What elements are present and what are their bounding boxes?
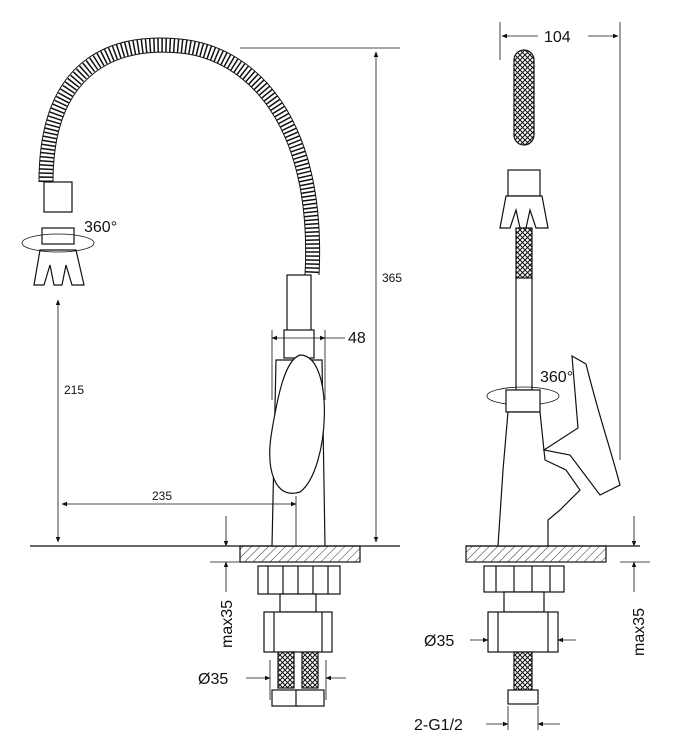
label-body-width: 48 <box>348 330 366 347</box>
flexible-hose-edge-b <box>52 51 307 276</box>
label-height-total: 365 <box>382 271 402 285</box>
side-supply-hose <box>513 651 533 691</box>
lever-handle <box>269 354 325 494</box>
side-neck <box>505 389 541 413</box>
side-shank <box>503 591 545 613</box>
front-view <box>21 37 400 707</box>
flexible-hose-outer <box>39 38 320 276</box>
flexible-hose-edge-a <box>38 37 321 276</box>
counter-top-right <box>465 545 607 563</box>
label-thread: 2-G1/2 <box>414 717 463 734</box>
supply-hose-right <box>301 651 319 689</box>
spray-head-ring <box>41 227 75 245</box>
side-lever <box>542 354 621 496</box>
label-spout-height: 215 <box>64 383 84 397</box>
counter-top-left <box>239 545 361 563</box>
side-head-nozzle <box>499 195 549 229</box>
label-diameter-right: Ø35 <box>424 633 454 650</box>
side-hose-fitting <box>507 689 539 705</box>
tube-neck <box>283 329 315 359</box>
spray-head-nozzle <box>33 249 85 286</box>
side-tube <box>515 277 533 391</box>
spout-tube <box>286 274 312 336</box>
label-max-thickness-right: max35 <box>631 608 648 656</box>
side-view <box>465 22 650 730</box>
label-max-thickness-left: max35 <box>219 600 236 648</box>
label-diameter-left: Ø35 <box>198 671 228 688</box>
lock-nut <box>263 611 333 653</box>
dimension-labels: 104 365 215 235 48 360° 360° max35 max35… <box>64 29 648 734</box>
rotation-arrow-left <box>21 233 95 253</box>
supply-hose-left <box>277 651 295 689</box>
dimension-lines-right <box>470 22 650 730</box>
hose-fitting-right <box>295 689 325 707</box>
side-head-collar <box>507 169 541 197</box>
spray-head-collar <box>43 181 73 213</box>
label-spout-reach: 235 <box>152 489 172 503</box>
label-rotation-left: 360° <box>84 219 117 236</box>
label-width-top: 104 <box>544 29 571 46</box>
shank-left <box>279 593 317 613</box>
side-hose-mid <box>515 227 533 279</box>
side-body <box>497 411 581 547</box>
label-rotation-right: 360° <box>540 369 573 386</box>
dimension-lines-left <box>55 47 400 700</box>
top-hose <box>513 49 535 146</box>
side-mounting-nut <box>483 565 565 593</box>
